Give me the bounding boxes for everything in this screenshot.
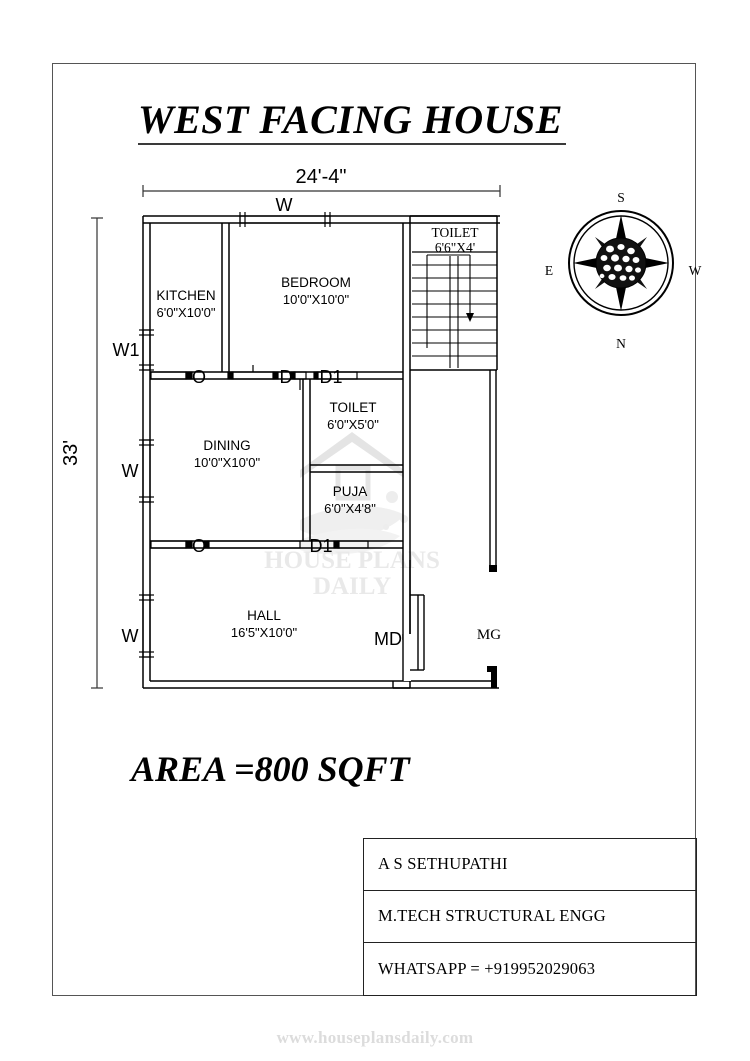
- title-underline: [138, 143, 566, 145]
- window-left-1: [139, 329, 154, 371]
- window-label-left-3: W: [122, 626, 139, 646]
- title-block-row-name: A S SETHUPATHI: [364, 839, 696, 891]
- title-block-row-qualification: M.TECH STRUCTURAL ENGG: [364, 891, 696, 943]
- door-symbol-d1-bottom: [333, 540, 369, 549]
- compound-wall-bottom: [392, 666, 499, 689]
- window-label-left-1: W1: [113, 340, 140, 360]
- opening-label-2: O: [192, 536, 206, 556]
- title-block-row-contact: WHATSAPP = +919952029063: [378, 958, 596, 978]
- room-size-hall: 16'5"X10'0": [231, 625, 298, 640]
- door-symbol-d1-top: [290, 371, 358, 390]
- compass-label-right: W: [689, 263, 702, 278]
- watermark-line2: DAILY: [313, 573, 391, 600]
- room-label-bedroom: BEDROOM: [281, 275, 351, 290]
- opening-run-2: [203, 540, 301, 549]
- main-door-symbol: [402, 560, 425, 681]
- door-label-d1-top: D1: [319, 367, 342, 387]
- staircase: [412, 251, 497, 371]
- main-door-label: MD: [374, 629, 402, 649]
- room-label-puja: PUJA: [333, 484, 368, 499]
- dimension-width: [142, 185, 501, 197]
- room-size-kitchen: 6'0"X10'0": [156, 305, 215, 320]
- room-label-hall: HALL: [247, 608, 281, 623]
- window-label-left-2: W: [122, 461, 139, 481]
- room-label-dining: DINING: [203, 438, 250, 453]
- room-size-bedroom: 10'0"X10'0": [283, 292, 350, 307]
- title-block: A S SETHUPATHI M.TECH STRUCTURAL ENGG WH…: [363, 838, 697, 996]
- page-title: WEST FACING HOUSE: [138, 97, 563, 142]
- window-label-top: W: [276, 195, 293, 215]
- site-footer: www.houseplansdaily.com: [276, 1028, 474, 1047]
- window-left-3: [139, 594, 154, 658]
- watermark-line1: HOUSE PLANS: [264, 547, 440, 574]
- room-label-toilet-top: TOILET: [432, 225, 480, 240]
- compass-label-top: S: [617, 190, 625, 205]
- room-size-puja: 6'0"X4'8": [324, 501, 376, 516]
- door-label-d1-bottom: D1: [309, 536, 332, 556]
- room-label-kitchen: KITCHEN: [156, 288, 215, 303]
- room-size-dining: 10'0"X10'0": [194, 455, 261, 470]
- opening-symbol-2: [150, 540, 193, 549]
- window-top: [239, 212, 331, 227]
- dimension-height: [91, 217, 103, 689]
- window-left-2: [139, 439, 154, 503]
- compass-rose: [568, 210, 674, 316]
- dimension-height-label: 33': [60, 440, 82, 466]
- opening-symbol-1: [150, 371, 193, 380]
- opening-label-1: O: [192, 367, 206, 387]
- door-label-d: D: [280, 367, 293, 387]
- dimension-width-label: 24'-4": [296, 166, 347, 188]
- compass-label-bottom: N: [616, 336, 626, 351]
- area-label: AREA =800 SQFT: [131, 749, 410, 789]
- room-size-toilet-top: 6'6"X4': [435, 240, 475, 255]
- compass-label-left: E: [545, 263, 553, 278]
- room-label-toilet-mid: TOILET: [329, 400, 376, 415]
- compound-wall-right: [489, 370, 497, 572]
- main-gate-label: MG: [477, 627, 501, 643]
- door-symbol-d: [227, 365, 279, 380]
- room-size-toilet-mid: 6'0"X5'0": [327, 417, 379, 432]
